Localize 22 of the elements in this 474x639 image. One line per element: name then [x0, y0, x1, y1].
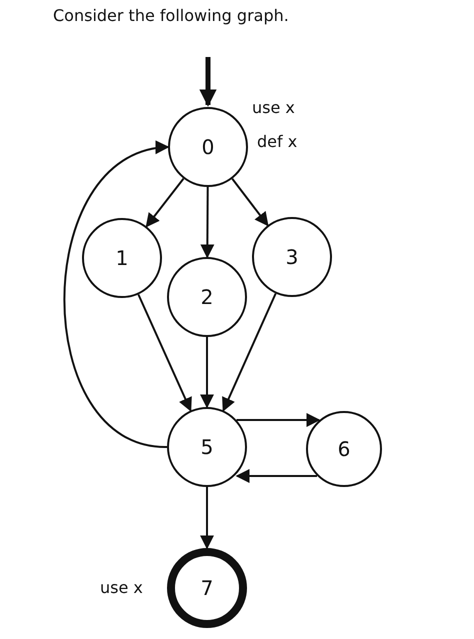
node-label: 6: [338, 437, 350, 461]
arrow: [236, 469, 317, 483]
arrow: [236, 413, 320, 427]
node-label: 0: [202, 135, 214, 159]
arrow: [146, 178, 184, 228]
node-label: 2: [200, 285, 214, 309]
node-label: 7: [200, 576, 214, 600]
arrow: [231, 178, 269, 226]
node-label: 3: [286, 245, 298, 269]
annotation-text: def x: [257, 132, 298, 151]
arrow: [200, 187, 214, 258]
node-label: 1: [116, 246, 128, 270]
arrow: [222, 293, 277, 412]
arrow: [200, 337, 214, 408]
node-label: 5: [200, 435, 214, 459]
arrow: [63, 142, 170, 448]
arrow: [200, 487, 214, 550]
annotation-text: use x: [100, 578, 143, 597]
annotation-text: use x: [252, 98, 295, 117]
heading: Consider the following graph.: [53, 6, 289, 25]
arrow: [138, 294, 192, 412]
entry-arrow: [199, 57, 217, 107]
